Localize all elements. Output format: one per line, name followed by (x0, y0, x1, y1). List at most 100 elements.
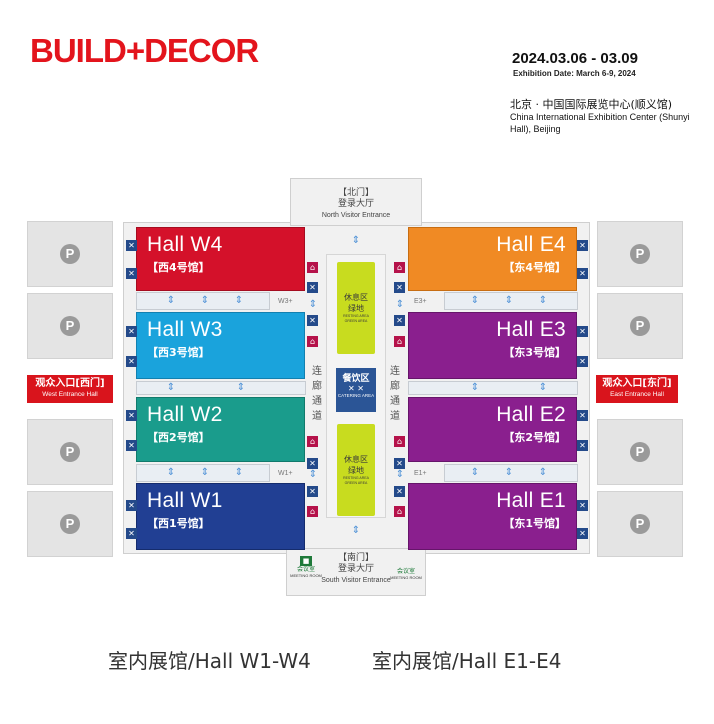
service-icon: ⌂ (307, 262, 318, 273)
venue-en: China International Exhibition Center (S… (510, 112, 690, 134)
toilet-icon: ✕ (126, 410, 137, 421)
hall-w2[interactable]: Hall W2 【西2号馆】 (136, 397, 305, 462)
hall-name-cn: 【东2号馆】 (503, 431, 566, 444)
hall-name-cn: 【西1号馆】 (147, 517, 210, 530)
connector-e4-e3 (444, 292, 578, 310)
parking-icon: P (630, 442, 650, 462)
exhibition-date-en: Exhibition Date: March 6-9, 2024 (513, 69, 636, 78)
service-icon: ⌂ (307, 436, 318, 447)
parking-icon: P (60, 514, 80, 534)
restaurant-icon: ✕ (394, 315, 405, 326)
two-way-arrow-icon: ⇕ (538, 467, 548, 478)
toilet-icon: ✕ (577, 356, 588, 367)
toilet-icon: ✕ (126, 326, 137, 337)
hall-name: Hall E1 (496, 489, 566, 512)
hall-name-cn: 【西4号馆】 (147, 261, 210, 274)
parking-icon: P (60, 442, 80, 462)
hall-e4[interactable]: Hall E4 【东4号馆】 (408, 227, 577, 291)
parking-lot: P (27, 491, 113, 557)
two-way-arrow-icon: ⇕ (351, 235, 361, 246)
hall-name: Hall W1 (147, 489, 223, 512)
hall-name: Hall W3 (147, 318, 223, 341)
side-label-w3: W3+ (278, 298, 293, 305)
hall-w3[interactable]: Hall W3 【西3号馆】 (136, 312, 305, 379)
parking-lot: P (27, 419, 113, 485)
west-entrance[interactable]: 观众入口[西门] West Entrance Hall (27, 375, 113, 403)
two-way-arrow-icon: ⇕ (200, 467, 210, 478)
side-label-w1: W1+ (278, 470, 293, 477)
two-way-arrow-icon: ⇕ (308, 299, 318, 310)
toilet-icon: ✕ (577, 410, 588, 421)
two-way-arrow-icon: ⇕ (236, 382, 246, 393)
connector-w2-w1 (136, 464, 270, 482)
catering-area[interactable]: 餐饮区 ✕ ✕ CATERING AREA (336, 368, 376, 412)
hall-name-cn: 【东1号馆】 (503, 517, 566, 530)
service-icon: ⌂ (394, 506, 405, 517)
restaurant-icon: ✕ (307, 486, 318, 497)
toilet-icon: ✕ (577, 528, 588, 539)
hall-e2[interactable]: Hall E2 【东2号馆】 (408, 397, 577, 462)
east-entrance[interactable]: 观众入口[东门] East Entrance Hall (596, 375, 678, 403)
parking-lot: P (27, 221, 113, 287)
two-way-arrow-icon: ⇕ (308, 469, 318, 480)
hall-w4[interactable]: Hall W4 【西4号馆】 (136, 227, 305, 291)
hall-name-cn: 【东3号馆】 (503, 346, 566, 359)
side-label-e1: E1+ (414, 470, 427, 477)
parking-icon: P (630, 316, 650, 336)
two-way-arrow-icon: ⇕ (470, 295, 480, 306)
south-entrance-label: 【南门】 登录大厅 South Visitor Entrance (321, 553, 391, 584)
north-entrance-label: 【北门】 登录大厅 North Visitor Entrance (321, 188, 391, 219)
hall-name: Hall E3 (496, 318, 566, 341)
toilet-icon: ✕ (577, 240, 588, 251)
hall-name-cn: 【西2号馆】 (147, 431, 210, 444)
toilet-icon: ✕ (577, 268, 588, 279)
hall-name: Hall W4 (147, 233, 223, 256)
connector-e2-e1 (444, 464, 578, 482)
hall-name-cn: 【西3号馆】 (147, 346, 210, 359)
parking-icon: P (60, 244, 80, 264)
two-way-arrow-icon: ⇕ (395, 469, 405, 480)
two-way-arrow-icon: ⇕ (166, 467, 176, 478)
two-way-arrow-icon: ⇕ (538, 382, 548, 393)
two-way-arrow-icon: ⇕ (538, 295, 548, 306)
parking-icon: P (630, 514, 650, 534)
hall-e1[interactable]: Hall E1 【东1号馆】 (408, 483, 577, 550)
rest-area-south[interactable]: 休息区 绿地 RESTING AREA GREEN AREA (337, 424, 375, 516)
two-way-arrow-icon: ⇕ (351, 525, 361, 536)
parking-lot: P (27, 293, 113, 359)
restaurant-icon: ✕ (307, 315, 318, 326)
restaurant-icon: ✕ (394, 458, 405, 469)
footer-west-halls: 室内展馆/Hall W1-W4 (108, 649, 311, 673)
hall-w1[interactable]: Hall W1 【西1号馆】 (136, 483, 305, 550)
footer-east-halls: 室内展馆/Hall E1-E4 (372, 649, 562, 673)
parking-lot: P (597, 293, 683, 359)
toilet-icon: ✕ (126, 268, 137, 279)
connector-w4-w3 (136, 292, 270, 310)
meeting-room-icon: ■ (300, 556, 312, 566)
two-way-arrow-icon: ⇕ (200, 295, 210, 306)
toilet-icon: ✕ (126, 528, 137, 539)
corridor-label-west: 连廊通道 (312, 366, 322, 422)
parking-lot: P (597, 419, 683, 485)
service-icon: ⌂ (394, 262, 405, 273)
service-icon: ⌂ (307, 336, 318, 347)
corridor-label-east: 连廊通道 (390, 366, 400, 422)
meeting-room-west[interactable]: ■ 会议室 MEETING ROOM (290, 556, 322, 578)
venue-cn: 北京 · 中国国际展览中心(顺义馆) (510, 98, 673, 111)
toilet-icon: ✕ (126, 240, 137, 251)
parking-icon: P (60, 316, 80, 336)
two-way-arrow-icon: ⇕ (395, 299, 405, 310)
restaurant-icon: ✕ ✕ (348, 384, 364, 393)
toilet-icon: ✕ (577, 500, 588, 511)
hall-e3[interactable]: Hall E3 【东3号馆】 (408, 312, 577, 379)
rest-area-north[interactable]: 休息区 绿地 RESTING AREA GREEN AREA (337, 262, 375, 354)
logo: BUILD+DECOR (30, 34, 259, 67)
two-way-arrow-icon: ⇕ (470, 382, 480, 393)
connector-e3-e2 (408, 381, 578, 395)
hall-name: Hall W2 (147, 403, 223, 426)
service-icon: ⌂ (394, 336, 405, 347)
meeting-room-east[interactable]: 会议室 MEETING ROOM (390, 568, 422, 580)
parking-lot: P (597, 491, 683, 557)
north-hall-block (290, 178, 422, 226)
toilet-icon: ✕ (126, 500, 137, 511)
